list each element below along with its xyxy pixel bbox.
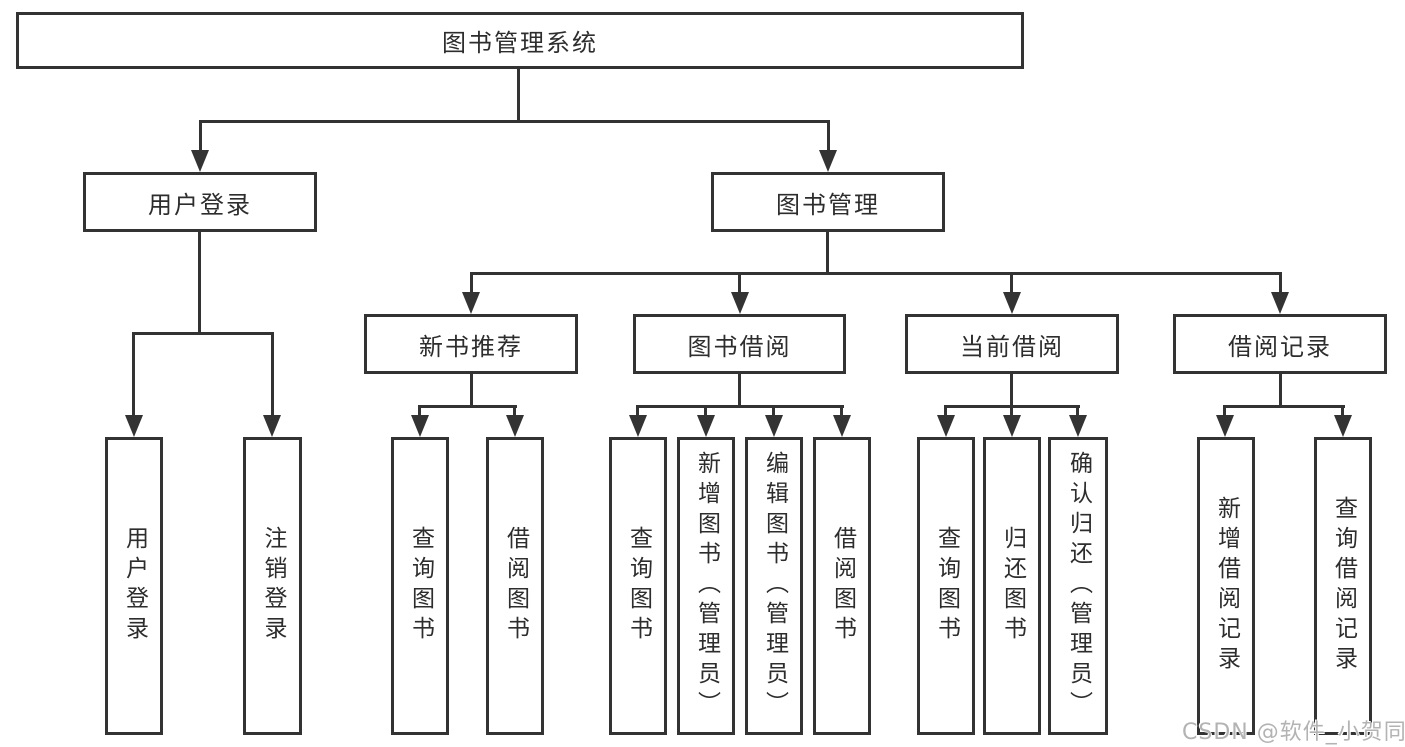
- connector-stem: [1223, 407, 1226, 417]
- arrowhead-leaf: [1334, 415, 1352, 437]
- node-current-borrow-label: 当前借阅: [960, 332, 1064, 361]
- node-new-book-recommend-label: 新书推荐: [419, 332, 523, 361]
- leaf-add-borrow-record: 新增借阅记录: [1197, 437, 1255, 735]
- connector-user-login-bus: [132, 332, 274, 335]
- leaf-edit-books-admin: 编辑图书（管理员）: [745, 437, 803, 735]
- arrowhead-leaf: [1069, 415, 1087, 437]
- arrowhead-leaf: [506, 415, 524, 437]
- arrowhead-leaf: [833, 415, 851, 437]
- leaf-logout: 注销登录: [243, 437, 302, 735]
- connector-stem: [738, 274, 741, 294]
- connector-stem: [418, 407, 421, 417]
- arrowhead-borrow-records: [1271, 292, 1289, 314]
- connector-stem: [840, 407, 843, 417]
- arrowhead-leaf: [697, 415, 715, 437]
- leaf-return-books-label: 归还图书: [999, 526, 1026, 646]
- connector-stem: [827, 122, 830, 152]
- connector-stem: [1341, 407, 1344, 417]
- arrowhead-user-login: [191, 150, 209, 172]
- node-borrow-records-label: 借阅记录: [1228, 332, 1332, 361]
- arrowhead-current-borrow: [1003, 292, 1021, 314]
- connector-stem: [1010, 407, 1013, 417]
- leaf-query-books-borrow-label: 查询图书: [625, 526, 652, 646]
- node-user-login-label: 用户登录: [148, 190, 252, 219]
- connector-stem: [513, 407, 516, 417]
- arrowhead-leaf: [411, 415, 429, 437]
- connector-current-borrow-stub: [1010, 374, 1013, 408]
- node-current-borrow: 当前借阅: [905, 314, 1119, 374]
- node-root: 图书管理系统: [16, 12, 1024, 69]
- leaf-query-books-borrow: 查询图书: [609, 437, 667, 735]
- connector-stem: [1076, 407, 1079, 417]
- connector-new-book-stub: [470, 374, 473, 408]
- connector-stem: [132, 334, 135, 418]
- node-root-label: 图书管理系统: [442, 29, 598, 57]
- arrowhead-leaf-login: [125, 415, 143, 437]
- connector-stem: [772, 407, 775, 417]
- connector-book-borrow-stub: [738, 374, 741, 408]
- leaf-borrow-books: 借阅图书: [813, 437, 871, 735]
- leaf-edit-books-admin-label: 编辑图书（管理员）: [761, 451, 788, 721]
- arrowhead-leaf: [765, 415, 783, 437]
- connector-stem: [704, 407, 707, 417]
- connector-book-management-stub: [826, 232, 829, 274]
- connector-stem: [1279, 274, 1282, 294]
- node-book-management-label: 图书管理: [776, 190, 880, 219]
- leaf-borrow-books-recommend: 借阅图书: [486, 437, 544, 735]
- connector-level3-bus: [470, 272, 1282, 275]
- arrowhead-new-book: [462, 292, 480, 314]
- node-borrow-records: 借阅记录: [1173, 314, 1387, 374]
- connector-stem: [199, 122, 202, 152]
- leaf-query-borrow-record: 查询借阅记录: [1314, 437, 1372, 735]
- connector-new-book-bus: [418, 405, 517, 408]
- arrowhead-leaf-logout: [263, 415, 281, 437]
- connector-current-borrow-bus: [944, 405, 1080, 408]
- connector-stem: [470, 274, 473, 294]
- connector-user-login-stub: [198, 232, 201, 334]
- leaf-query-books-recommend-label: 查询图书: [407, 526, 434, 646]
- leaf-query-books-current: 查询图书: [917, 437, 975, 735]
- node-user-login: 用户登录: [83, 172, 317, 232]
- leaf-user-login: 用户登录: [105, 437, 163, 735]
- leaf-return-books: 归还图书: [983, 437, 1041, 735]
- connector-stem: [271, 334, 274, 418]
- leaf-query-borrow-record-label: 查询借阅记录: [1330, 496, 1357, 676]
- leaf-query-books-current-label: 查询图书: [933, 526, 960, 646]
- leaf-add-borrow-record-label: 新增借阅记录: [1213, 496, 1240, 676]
- leaf-add-books-admin: 新增图书（管理员）: [677, 437, 735, 735]
- node-book-management: 图书管理: [711, 172, 945, 232]
- arrowhead-leaf: [937, 415, 955, 437]
- node-book-borrow: 图书借阅: [633, 314, 846, 374]
- leaf-borrow-books-label: 借阅图书: [829, 526, 856, 646]
- connector-stem: [1010, 274, 1013, 294]
- arrowhead-leaf: [1003, 415, 1021, 437]
- connector-stem: [944, 407, 947, 417]
- connector-level1-bus: [199, 120, 830, 123]
- leaf-query-books-recommend: 查询图书: [391, 437, 449, 735]
- connector-book-borrow-bus: [636, 405, 844, 408]
- node-new-book-recommend: 新书推荐: [364, 314, 578, 374]
- leaf-user-login-label: 用户登录: [121, 526, 148, 646]
- leaf-confirm-return-admin: 确认归还（管理员）: [1048, 437, 1108, 735]
- connector-borrow-records-stub: [1279, 374, 1282, 408]
- leaf-logout-label: 注销登录: [260, 526, 286, 646]
- arrowhead-leaf: [1216, 415, 1234, 437]
- connector-borrow-records-bus: [1223, 405, 1345, 408]
- arrowhead-book-borrow: [731, 292, 749, 314]
- leaf-borrow-books-recommend-label: 借阅图书: [502, 526, 529, 646]
- connector-stem: [636, 407, 639, 417]
- csdn-watermark: CSDN @软件_小贺同学: [1182, 720, 1405, 745]
- leaf-add-books-admin-label: 新增图书（管理员）: [693, 451, 720, 721]
- arrowhead-book-management: [819, 150, 837, 172]
- leaf-confirm-return-admin-label: 确认归还（管理员）: [1065, 451, 1092, 721]
- node-book-borrow-label: 图书借阅: [687, 332, 792, 361]
- connector-root-stub: [517, 68, 520, 123]
- arrowhead-leaf: [629, 415, 647, 437]
